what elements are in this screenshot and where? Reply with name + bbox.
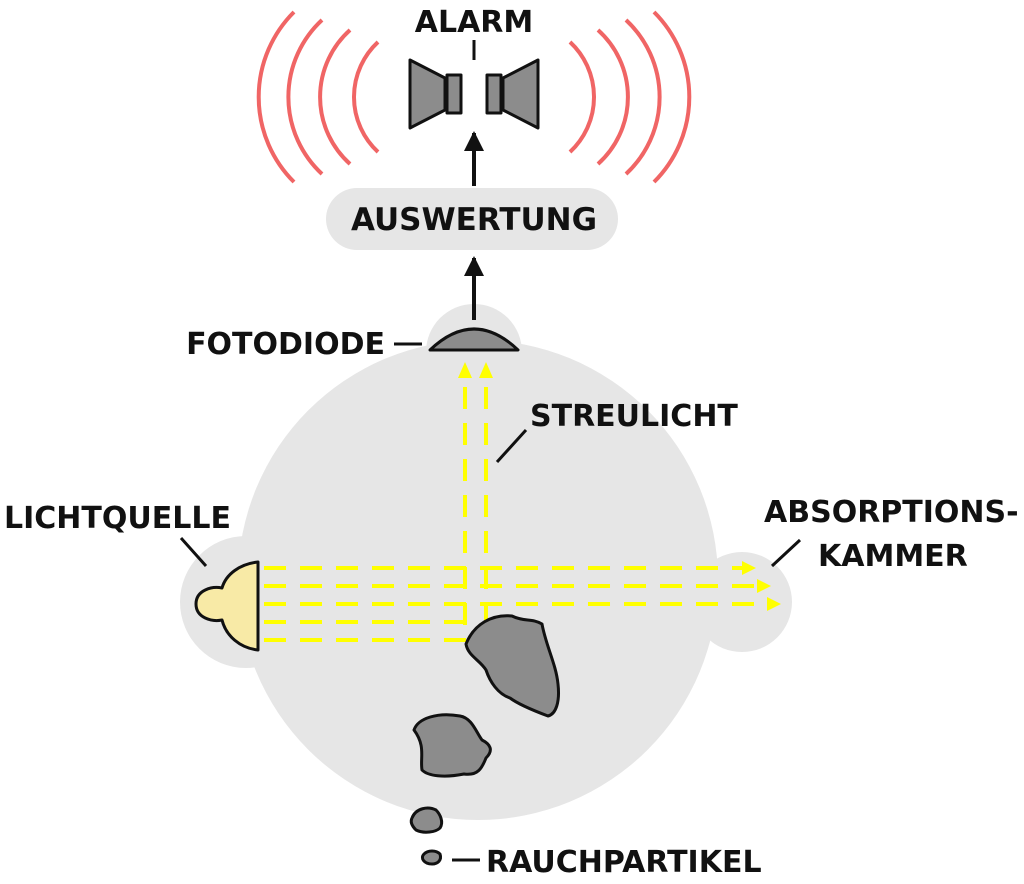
light-beam-arrowheads xyxy=(742,561,781,611)
photodiode-label: FOTODIODE xyxy=(186,327,385,362)
smoke-particles xyxy=(409,614,560,866)
smoke-particle-tiny xyxy=(420,849,442,866)
smoke-particle-small xyxy=(409,806,444,834)
evaluation-label: AUSWERTUNG xyxy=(351,202,597,238)
absorption-chamber-label-connector xyxy=(770,538,802,568)
light-source-label-connector xyxy=(179,537,208,567)
smoke-particles-label: RAUCHPARTIKEL xyxy=(486,845,762,880)
light-source-label: LICHTQUELLE xyxy=(4,501,231,536)
photodiode-icon xyxy=(428,327,520,352)
absorption-chamber-label-line2: KAMMER xyxy=(818,539,968,574)
absorption-chamber xyxy=(180,304,792,820)
scattered-light-arrowheads xyxy=(458,362,493,378)
alarm-label: ALARM xyxy=(415,5,534,40)
scattered-light-label: STREULICHT xyxy=(530,399,738,434)
alarm-speaker-icon xyxy=(408,58,540,130)
light-source-icon xyxy=(194,560,260,652)
smoke-particle-large xyxy=(464,614,560,718)
sound-waves-left xyxy=(256,10,380,184)
absorption-chamber-label-line1: ABSORPTIONS- xyxy=(764,495,1019,530)
sound-waves-right xyxy=(568,10,692,184)
scattered-light-label-connector xyxy=(495,428,528,464)
light-beams xyxy=(264,566,767,642)
smoke-particle-medium xyxy=(412,713,492,778)
evaluation-box xyxy=(326,188,618,250)
scattered-light-beams xyxy=(463,372,488,625)
